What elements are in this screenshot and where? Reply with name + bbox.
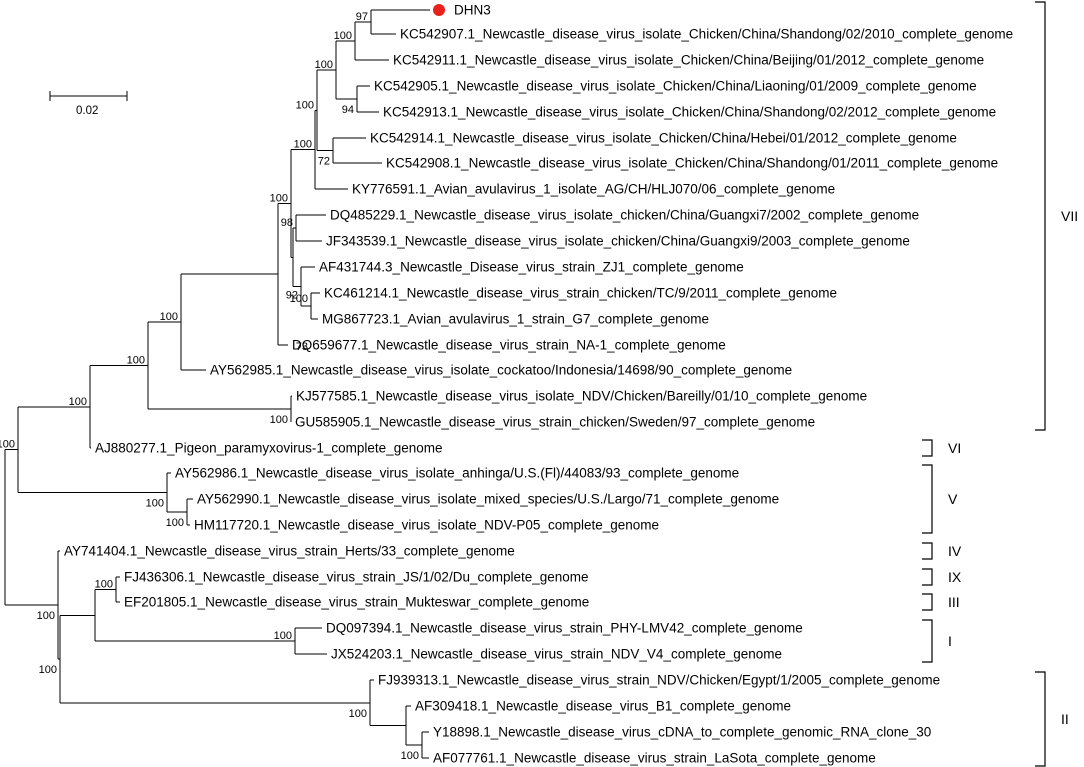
genotype-bracket	[922, 593, 933, 611]
bootstrap-value: 72	[318, 156, 330, 168]
bootstrap-value: 100	[39, 664, 57, 676]
leaf-label: AF077761.1_Newcastle_disease_virus_strai…	[433, 751, 876, 766]
leaf-label: AY562990.1_Newcastle_disease_virus_isola…	[197, 492, 779, 507]
scale-bar: 0.02	[49, 91, 128, 117]
bootstrap-value: 100	[296, 99, 314, 111]
leaf-label: KC542907.1_Newcastle_disease_virus_isola…	[400, 27, 1013, 42]
leaf-label: MG867723.1_Avian_avulavirus_1_strain_G7_…	[322, 312, 709, 327]
bootstrap-value: 100	[166, 517, 184, 529]
leaf-label: KC542908.1_Newcastle_disease_virus_isola…	[386, 156, 998, 171]
genotype-bracket	[922, 439, 933, 457]
leaf-label: KC542905.1_Newcastle_disease_virus_isola…	[374, 79, 977, 94]
genotype-bracket	[1035, 1, 1046, 431]
bootstrap-value: 100	[274, 630, 292, 642]
leaf-label: KC461214.1_Newcastle_disease_virus_strai…	[324, 286, 837, 301]
leaf-labels: DHN3KC542907.1_Newcastle_disease_virus_i…	[64, 3, 1013, 766]
genotype-bracket	[1035, 671, 1046, 767]
leaf-label: DQ485229.1_Newcastle_disease_virus_isola…	[330, 208, 919, 223]
leaf-label: Y18898.1_Newcastle_disease_virus_cDNA_to…	[433, 725, 931, 740]
genotype-label: IV	[948, 543, 962, 559]
bootstrap-value: 100	[315, 59, 333, 71]
leaf-label: KC542914.1_Newcastle_disease_virus_isola…	[370, 131, 957, 146]
bootstrap-value: 100	[294, 139, 312, 151]
bootstrap-value: 94	[342, 104, 354, 116]
highlight-dot	[433, 4, 445, 16]
bootstrap-value: 100	[127, 355, 145, 367]
bootstrap-value: 100	[0, 439, 15, 451]
bootstrap-value: 97	[356, 11, 368, 23]
bootstrap-value: 100	[290, 293, 308, 305]
genotype-label: II	[1061, 711, 1069, 727]
leaf-label: DHN3	[454, 3, 491, 18]
leaf-label: AF431744.3_Newcastle_Disease_virus_strai…	[319, 260, 744, 275]
tree-branches	[4, 9, 430, 759]
leaf-label: FJ436306.1_Newcastle_disease_virus_strai…	[124, 570, 589, 585]
leaf-label: FJ939313.1_Newcastle_disease_virus_strai…	[378, 673, 940, 688]
bootstrap-value: 100	[95, 579, 113, 591]
bootstrap-value: 100	[160, 311, 178, 323]
bootstrap-value: 100	[334, 30, 352, 42]
leaf-label: DQ097394.1_Newcastle_disease_virus_strai…	[326, 621, 803, 636]
bootstrap-value: 100	[69, 396, 87, 408]
genotype-label: IX	[948, 569, 962, 585]
leaf-label: HM117720.1_Newcastle_disease_virus_isola…	[194, 518, 659, 533]
bootstrap-value: 100	[270, 192, 288, 204]
leaf-label: KJ577585.1_Newcastle_disease_virus_isola…	[296, 389, 867, 404]
genotype-label: VI	[948, 440, 961, 456]
bootstrap-value: 98	[281, 217, 293, 229]
bootstrap-value: 92	[286, 290, 298, 302]
bootstrap-value: 73	[296, 341, 308, 353]
leaf-label: KC542913.1_Newcastle_disease_virus_isola…	[383, 105, 996, 120]
leaf-label: JF343539.1_Newcastle_disease_virus_isola…	[326, 234, 910, 249]
leaf-label: GU585905.1_Newcastle_disease_virus_strai…	[295, 415, 815, 430]
genotype-label: VII	[1061, 208, 1078, 224]
bootstrap-values: 9710094100721001009892100731001001001001…	[0, 11, 419, 762]
bootstrap-value: 100	[401, 750, 419, 762]
bootstrap-value: 100	[349, 708, 367, 720]
leaf-label: DQ659677.1_Newcastle_disease_virus_strai…	[292, 338, 726, 353]
leaf-label: AY562986.1_Newcastle_disease_virus_isola…	[175, 466, 739, 481]
leaf-label: EF201805.1_Newcastle_disease_virus_strai…	[124, 595, 589, 610]
genotype-bracket	[922, 464, 933, 534]
bootstrap-value: 100	[37, 610, 55, 622]
leaf-label: AY562985.1_Newcastle_disease_virus_isola…	[210, 363, 792, 378]
leaf-label: AJ880277.1_Pigeon_paramyxovirus-1_comple…	[95, 441, 442, 456]
genotype-bracket	[922, 568, 933, 586]
leaf-label: JX524203.1_Newcastle_disease_virus_strai…	[331, 647, 782, 662]
leaf-label: AF309418.1_Newcastle_disease_virus_B1_co…	[415, 699, 791, 714]
scale-bar-label: 0.02	[76, 105, 98, 117]
leaf-label: KC542911.1_Newcastle_disease_virus_isola…	[393, 53, 984, 68]
genotype-bracket	[922, 542, 933, 560]
bootstrap-value: 100	[270, 414, 288, 426]
bootstrap-value: 100	[146, 498, 164, 510]
highlight-marker	[433, 4, 445, 16]
genotype-bracket	[922, 619, 933, 663]
leaf-label: KY776591.1_Avian_avulavirus_1_isolate_AG…	[352, 182, 835, 197]
leaf-label: AY741404.1_Newcastle_disease_virus_strai…	[64, 544, 515, 559]
genotype-label: V	[948, 491, 958, 507]
genotype-label: III	[948, 594, 960, 610]
genotype-label: I	[948, 633, 952, 649]
